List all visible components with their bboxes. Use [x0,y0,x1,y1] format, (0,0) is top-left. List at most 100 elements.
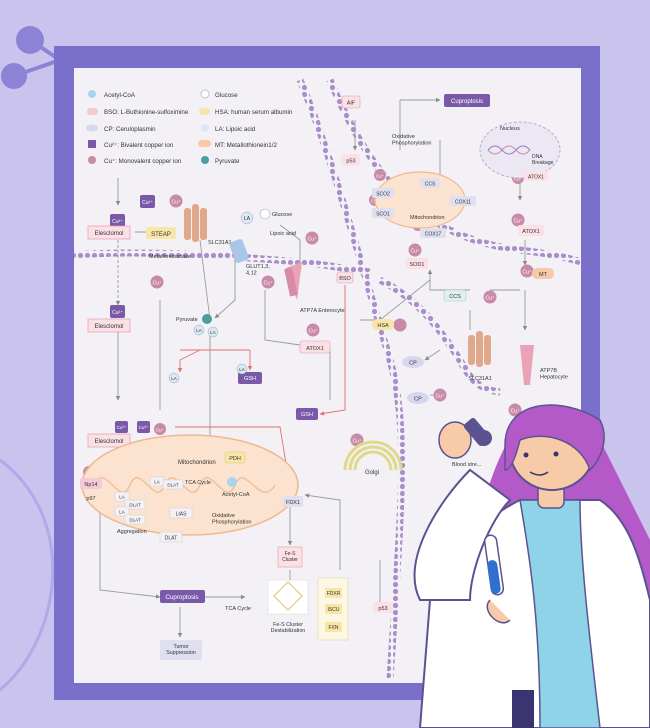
ccs-label: CCS [425,182,436,188]
elesclomol-label: Elesclomol [94,231,123,237]
metalloreductase-label: Metalloreductase [149,254,191,260]
svg-text:Cu²⁺: Cu²⁺ [139,425,149,430]
svg-text:Cu⁺: Cu⁺ [510,409,519,415]
steap-label: STEAP [151,232,171,238]
arm [413,468,512,601]
orbit-decoration [0,458,55,692]
bloodstream-label: Blood stre... [452,462,482,468]
sod1-label: SOD1 [410,262,425,268]
svg-text:LA: LA [239,367,245,372]
slc31a1-label: SLC31A1 [468,376,492,382]
svg-text:Cu⁺: Cu⁺ [514,177,523,182]
gsh-label: GSH [301,412,313,418]
mitochondrion-label: Mitochondrion [410,215,445,221]
hsa-label: HSA [377,323,389,329]
legend-item: CP: Ceruloplasmin [104,126,156,133]
elesclomol-label: Elesclomol [94,324,123,330]
hand [438,421,472,459]
mitochondrion-left: Mitochondrion PDH TCA Cycle Acetyl-CoA O… [80,434,299,543]
pyruvate-label: Pyruvate [176,317,198,323]
svg-text:Cu⁺: Cu⁺ [352,439,361,445]
legend-item: HSA: human serum albumin [215,109,293,116]
aggregation-label: Aggregation [117,529,147,535]
sco1-label: SCO1 [376,212,390,218]
svg-text:LA: LA [210,330,216,335]
svg-text:LA: LA [154,480,160,485]
cuproptosis-label: Cuproptosis [451,99,483,105]
svg-text:Cu⁺: Cu⁺ [485,296,494,302]
nucleus-label: Nucleus [500,126,520,132]
elesclomol-label: Elesclomol [94,439,123,445]
left-pathway-nodes: Elesclomol STEAP Metalloreductase SLC31A… [87,204,354,448]
ccs-label: CCS [449,294,461,300]
glut-transporter [229,239,249,263]
slc31a1-label: SLC31A1 [208,240,232,246]
pdh-label: PDH [229,456,241,462]
svg-text:Cu⁺: Cu⁺ [156,428,165,433]
fe-s-cluster-icon [273,581,303,611]
legend-item: BSO: L-Buthionine-sulfoximine [104,109,189,116]
svg-text:Cu⁺: Cu⁺ [410,249,419,255]
np14-label: Np14 [84,482,97,488]
svg-text:TCA Cycle: TCA Cycle [225,606,251,612]
cox17-label: COX17 [425,232,442,238]
legend-item: Pyruvate [215,158,240,165]
svg-text:Cu⁺: Cu⁺ [435,394,444,400]
gsh-label: GSH [244,376,256,382]
cuproptosis-label: Cuproptosis [165,594,198,601]
legend-item: Glucose [215,92,238,99]
svg-text:Cu⁺: Cu⁺ [308,329,317,335]
svg-text:Cu²⁺: Cu²⁺ [112,310,123,316]
iscu-label: ISCU [328,607,340,613]
glut-label: GLUT1,3,4,12 [246,264,270,276]
p53-label: p53 [378,606,387,612]
svg-text:LA: LA [171,376,177,381]
bso-label: BSO [339,276,351,282]
svg-text:Cu²⁺: Cu²⁺ [112,219,123,225]
atp7b-transporter [520,345,534,385]
fdx1-label: FDX1 [286,500,300,506]
nucleus [479,121,561,179]
atox1-label: ATOX1 [522,229,540,235]
acetylcoa-label: Acetyl-CoA [222,492,250,498]
atox1-label: ATOX1 [528,175,544,181]
p53-label: p53 [346,159,355,165]
svg-text:Cu⁺: Cu⁺ [307,237,316,243]
lipoic-acid-label: Lipoic acid [270,231,296,237]
hepatocyte-membrane [326,78,583,266]
slc31a1-transporter-right [468,331,491,367]
mitochondrion-label: Mitochondrion [178,460,216,466]
cell-membrane-top [73,249,371,276]
slc31a1-transporter-left [184,204,207,242]
ceruloplasmin-label: CP [409,361,417,367]
hair [504,404,605,472]
golgi-icon [343,440,403,471]
fxn-label: FXN [329,625,339,631]
legend-item: Acetyl-CoA [104,92,136,99]
tca-label: TCA Cycle [185,480,211,486]
svg-text:DLAT: DLAT [129,503,140,508]
legend-item: LA: Lipoic acid [215,126,256,133]
svg-text:Cu⁺: Cu⁺ [152,281,161,287]
svg-text:Cu⁺: Cu⁺ [513,219,522,225]
svg-text:DLAT: DLAT [167,483,178,488]
svg-text:Cu⁺: Cu⁺ [376,174,385,179]
svg-text:LA: LA [196,328,202,333]
ceruloplasmin-label: CP [414,397,422,403]
sco2-label: SCO2 [376,192,390,198]
lias-label: LIAS [176,512,188,518]
scientist-illustration [413,404,650,728]
dna-icon [487,145,531,155]
atp7a-label: ATP7A Enterocyte [300,308,345,314]
svg-text:DLAT: DLAT [165,536,177,542]
legend-item: MT: Metallothionein1/2 [215,142,277,149]
aif-label: AIF [347,101,356,107]
p97-label: p97 [86,496,95,502]
svg-text:Cu²⁺: Cu²⁺ [117,425,127,430]
